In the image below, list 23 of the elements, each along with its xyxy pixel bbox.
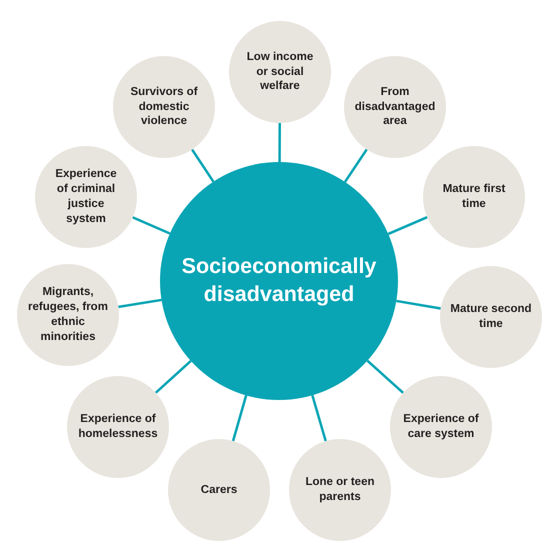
connector-line: [344, 148, 368, 183]
circle-label: Experience of criminal justice system: [54, 167, 118, 227]
circle-label: Carers: [200, 482, 238, 498]
circle-label: Lone or teen parents: [304, 475, 376, 505]
circle-label: Experience of care system: [402, 412, 480, 442]
connector-line: [232, 395, 248, 442]
connector-line: [396, 300, 441, 310]
connector-line: [118, 298, 162, 308]
circle-label: Experience of homelessness: [77, 412, 159, 442]
connector-line: [366, 360, 404, 394]
circle-label: Migrants, refugees, from ethnic minorities: [27, 285, 109, 345]
connector-line: [154, 360, 192, 394]
connector-line: [278, 123, 281, 162]
circle-label: Mature second time: [449, 302, 533, 332]
connector-line: [132, 216, 170, 235]
connector-line: [311, 394, 327, 442]
circle-label: From disadvantaged area: [354, 84, 436, 130]
circle-label: Mature first time: [442, 182, 506, 212]
connector-line: [191, 148, 214, 182]
circle-label: Survivors of domestic violence: [129, 84, 199, 130]
connector-line: [388, 216, 428, 236]
circle-label: Low income or social welfare: [246, 50, 314, 94]
hub-label: Socioeconomically disadvantaged: [180, 253, 378, 308]
